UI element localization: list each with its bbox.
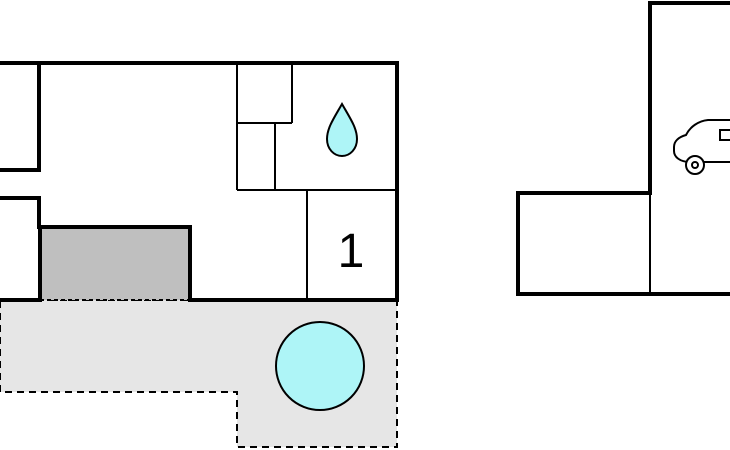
water-drop-icon	[325, 101, 359, 158]
left-room-bottom	[0, 196, 41, 229]
fireplace-block	[40, 227, 190, 300]
car-icon	[673, 119, 730, 175]
fireplace-outline	[38, 225, 192, 302]
pool-circle	[275, 321, 365, 411]
bedroom-number-label: 1	[338, 225, 365, 278]
garage-outer-wall	[516, 1, 730, 296]
house-outer-wall	[0, 61, 399, 302]
left-room-top	[0, 61, 41, 172]
